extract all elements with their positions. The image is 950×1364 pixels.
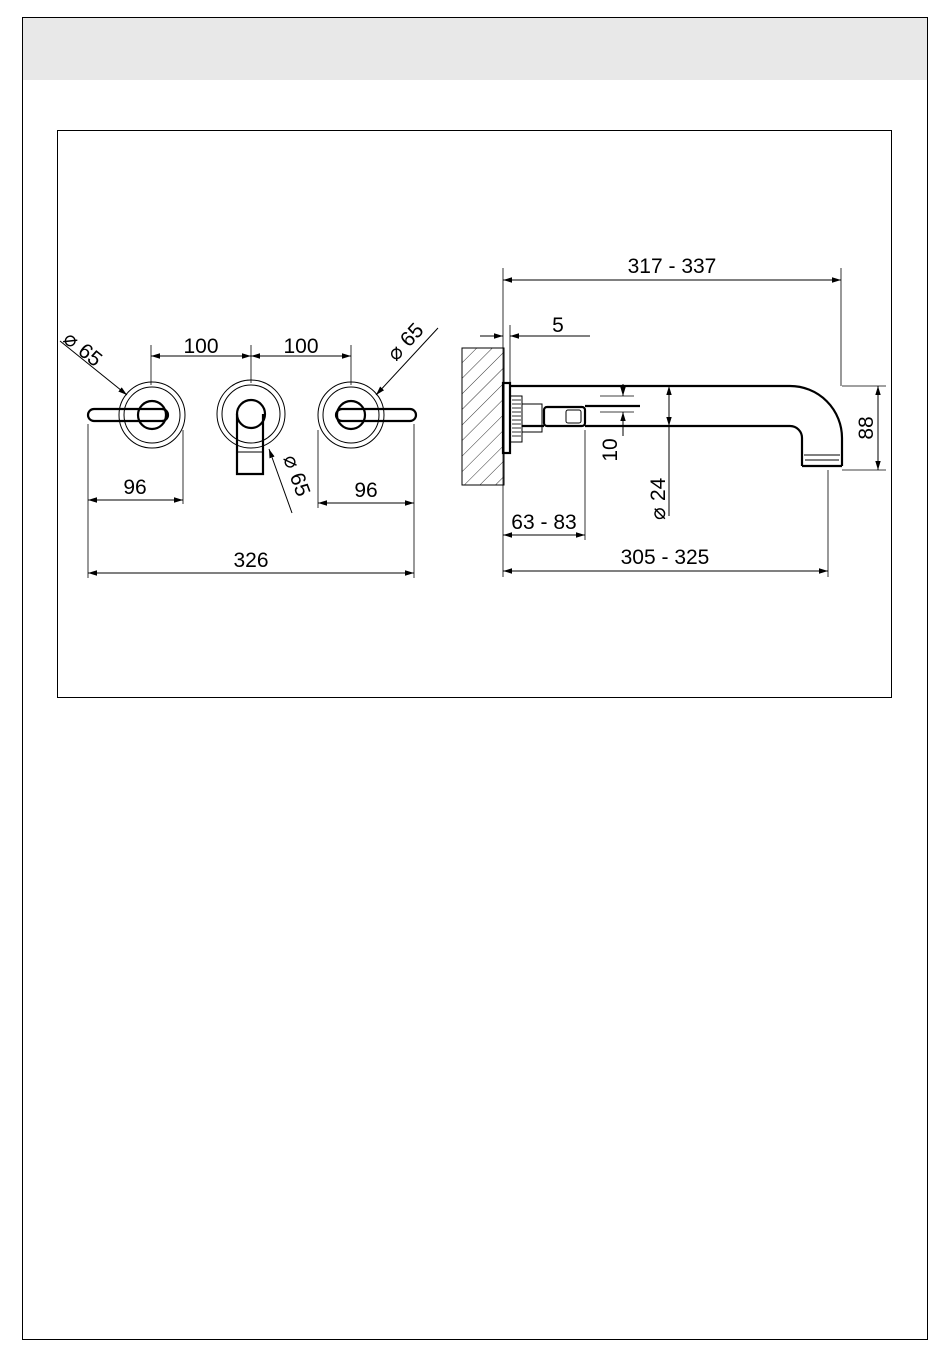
right-handle-length-label: 96 (354, 479, 377, 502)
side-spout-length-label: 305 - 325 (621, 546, 710, 569)
front-view: 100 100 96 96 326 ⌀ 65 ⌀ 65 ⌀ 65 (59, 319, 438, 578)
side-pipe-diameter-label: 24 (647, 477, 670, 501)
center-spout (217, 380, 285, 474)
front-center-diameter-label: 65 (285, 470, 315, 500)
spacing-right-label: 100 (283, 335, 318, 358)
left-handle-length-label: 96 (123, 476, 146, 499)
spacing-left-label: 100 (183, 335, 218, 358)
front-left-diameter-label: 65 (74, 339, 107, 372)
side-offset-label: 10 (599, 438, 622, 461)
side-height-label: 88 (855, 416, 878, 439)
diameter-symbol-pipe: ⌀ (647, 507, 670, 520)
side-view: 317 - 337 5 88 10 ⌀ 24 63 - 83 305 - 325 (462, 255, 886, 577)
overall-width-label: 326 (233, 549, 268, 572)
left-handle (88, 382, 185, 448)
front-right-diameter-label: 65 (396, 319, 429, 352)
right-handle (318, 382, 416, 448)
side-total-length-label: 317 - 337 (628, 255, 717, 278)
wall-section (462, 348, 504, 485)
diameter-symbol-center: ⌀ (278, 452, 304, 472)
side-body-length-label: 63 - 83 (511, 511, 576, 534)
side-plate-thickness-label: 5 (552, 314, 564, 337)
